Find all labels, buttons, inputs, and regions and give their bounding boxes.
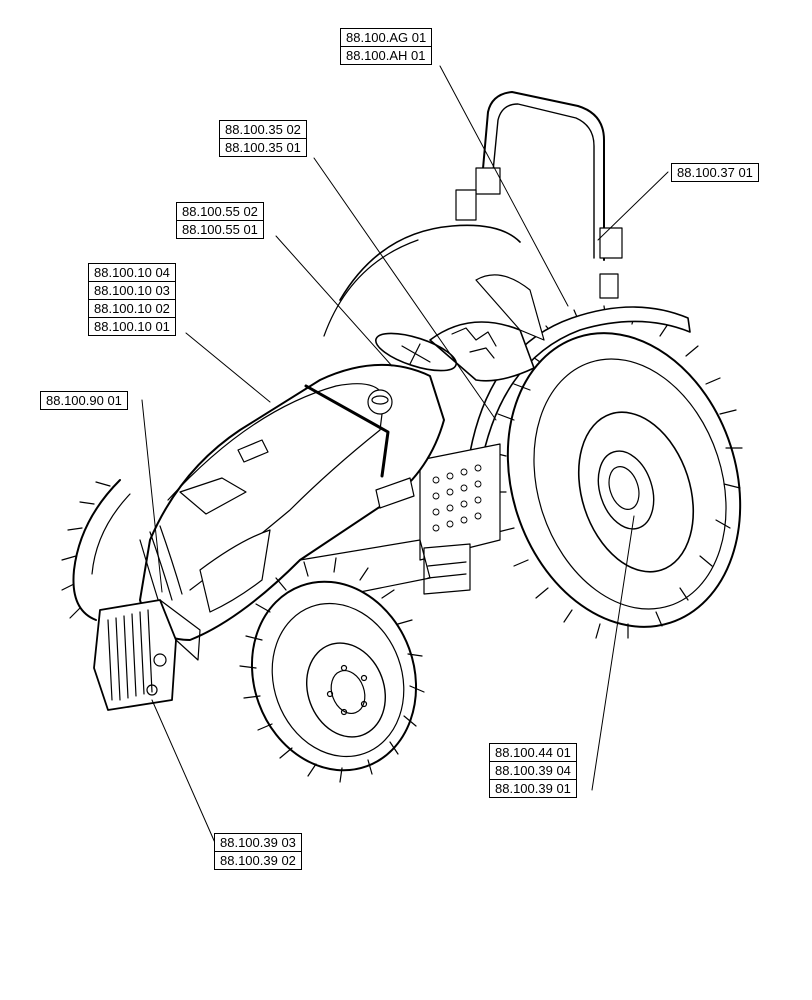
callout-88-100-39: 88.100.39 03 88.100.39 02 — [214, 833, 302, 870]
callout-88-100-35: 88.100.35 02 88.100.35 01 — [219, 120, 307, 157]
callout-code: 88.100.35 01 — [220, 138, 306, 156]
callout-code: 88.100.10 01 — [89, 317, 175, 335]
callout-code: 88.100.AH 01 — [341, 46, 432, 64]
callout-code: 88.100.39 01 — [490, 779, 576, 797]
callout-code: 88.100.37 01 — [677, 165, 753, 180]
front-wheel-drawing — [239, 557, 425, 783]
callout-code: 88.100.39 04 — [490, 761, 576, 779]
callout-code: 88.100.35 02 — [225, 122, 301, 137]
hood-drawing — [139, 363, 445, 641]
callout-code: 88.100.90 01 — [46, 393, 122, 408]
callout-88-100-90: 88.100.90 01 — [40, 391, 128, 410]
callout-code: 88.100.55 01 — [177, 220, 263, 238]
callout-88-100-ag: 88.100.AG 01 88.100.AH 01 — [340, 28, 433, 65]
callout-88-100-10: 88.100.10 04 88.100.10 03 88.100.10 02 8… — [88, 263, 176, 336]
callout-code: 88.100.55 02 — [182, 204, 258, 219]
callout-88-100-44: 88.100.44 01 88.100.39 04 88.100.39 01 — [489, 743, 577, 798]
rollbar-drawing — [455, 91, 623, 299]
leader-lines — [141, 65, 669, 846]
callout-88-100-37: 88.100.37 01 — [671, 163, 759, 182]
callout-code: 88.100.10 02 — [89, 299, 175, 317]
callout-88-100-55: 88.100.55 02 88.100.55 01 — [176, 202, 264, 239]
callout-code: 88.100.39 03 — [220, 835, 296, 850]
callout-code: 88.100.44 01 — [495, 745, 571, 760]
callout-code: 88.100.10 03 — [89, 281, 175, 299]
callout-code: 88.100.AG 01 — [346, 30, 427, 45]
callout-code: 88.100.39 02 — [215, 851, 301, 869]
seat-and-steering-drawing — [375, 274, 545, 382]
front-weights-drawing — [93, 599, 201, 711]
callout-code: 88.100.10 04 — [94, 265, 170, 280]
front-left-wheel-drawing — [61, 479, 131, 621]
